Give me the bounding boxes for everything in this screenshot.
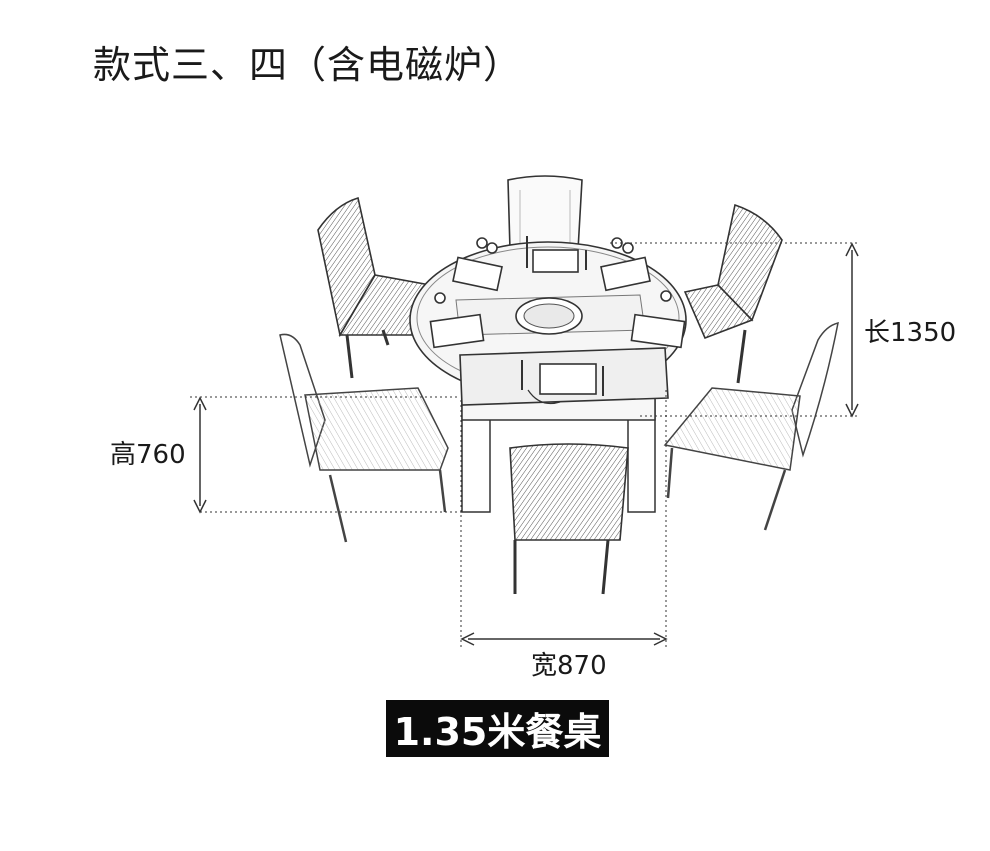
chair-front-center [509,443,629,595]
length-label: 长1350 [864,318,957,348]
width-label: 宽870 [531,651,607,681]
length-dimension [610,242,860,418]
caption-badge: 1.35米餐桌 [386,700,609,757]
height-dimension [190,396,480,514]
chair-front-left [279,333,449,543]
round-table-top [409,236,687,406]
chair-back-left [317,196,432,379]
chair-back-right [683,203,783,384]
chair-back-center [507,175,583,251]
width-dimension [460,390,668,650]
chair-front-right [663,321,839,531]
height-label: 高760 [110,440,186,470]
page-title: 款式三、四（含电磁炉） [93,43,523,87]
